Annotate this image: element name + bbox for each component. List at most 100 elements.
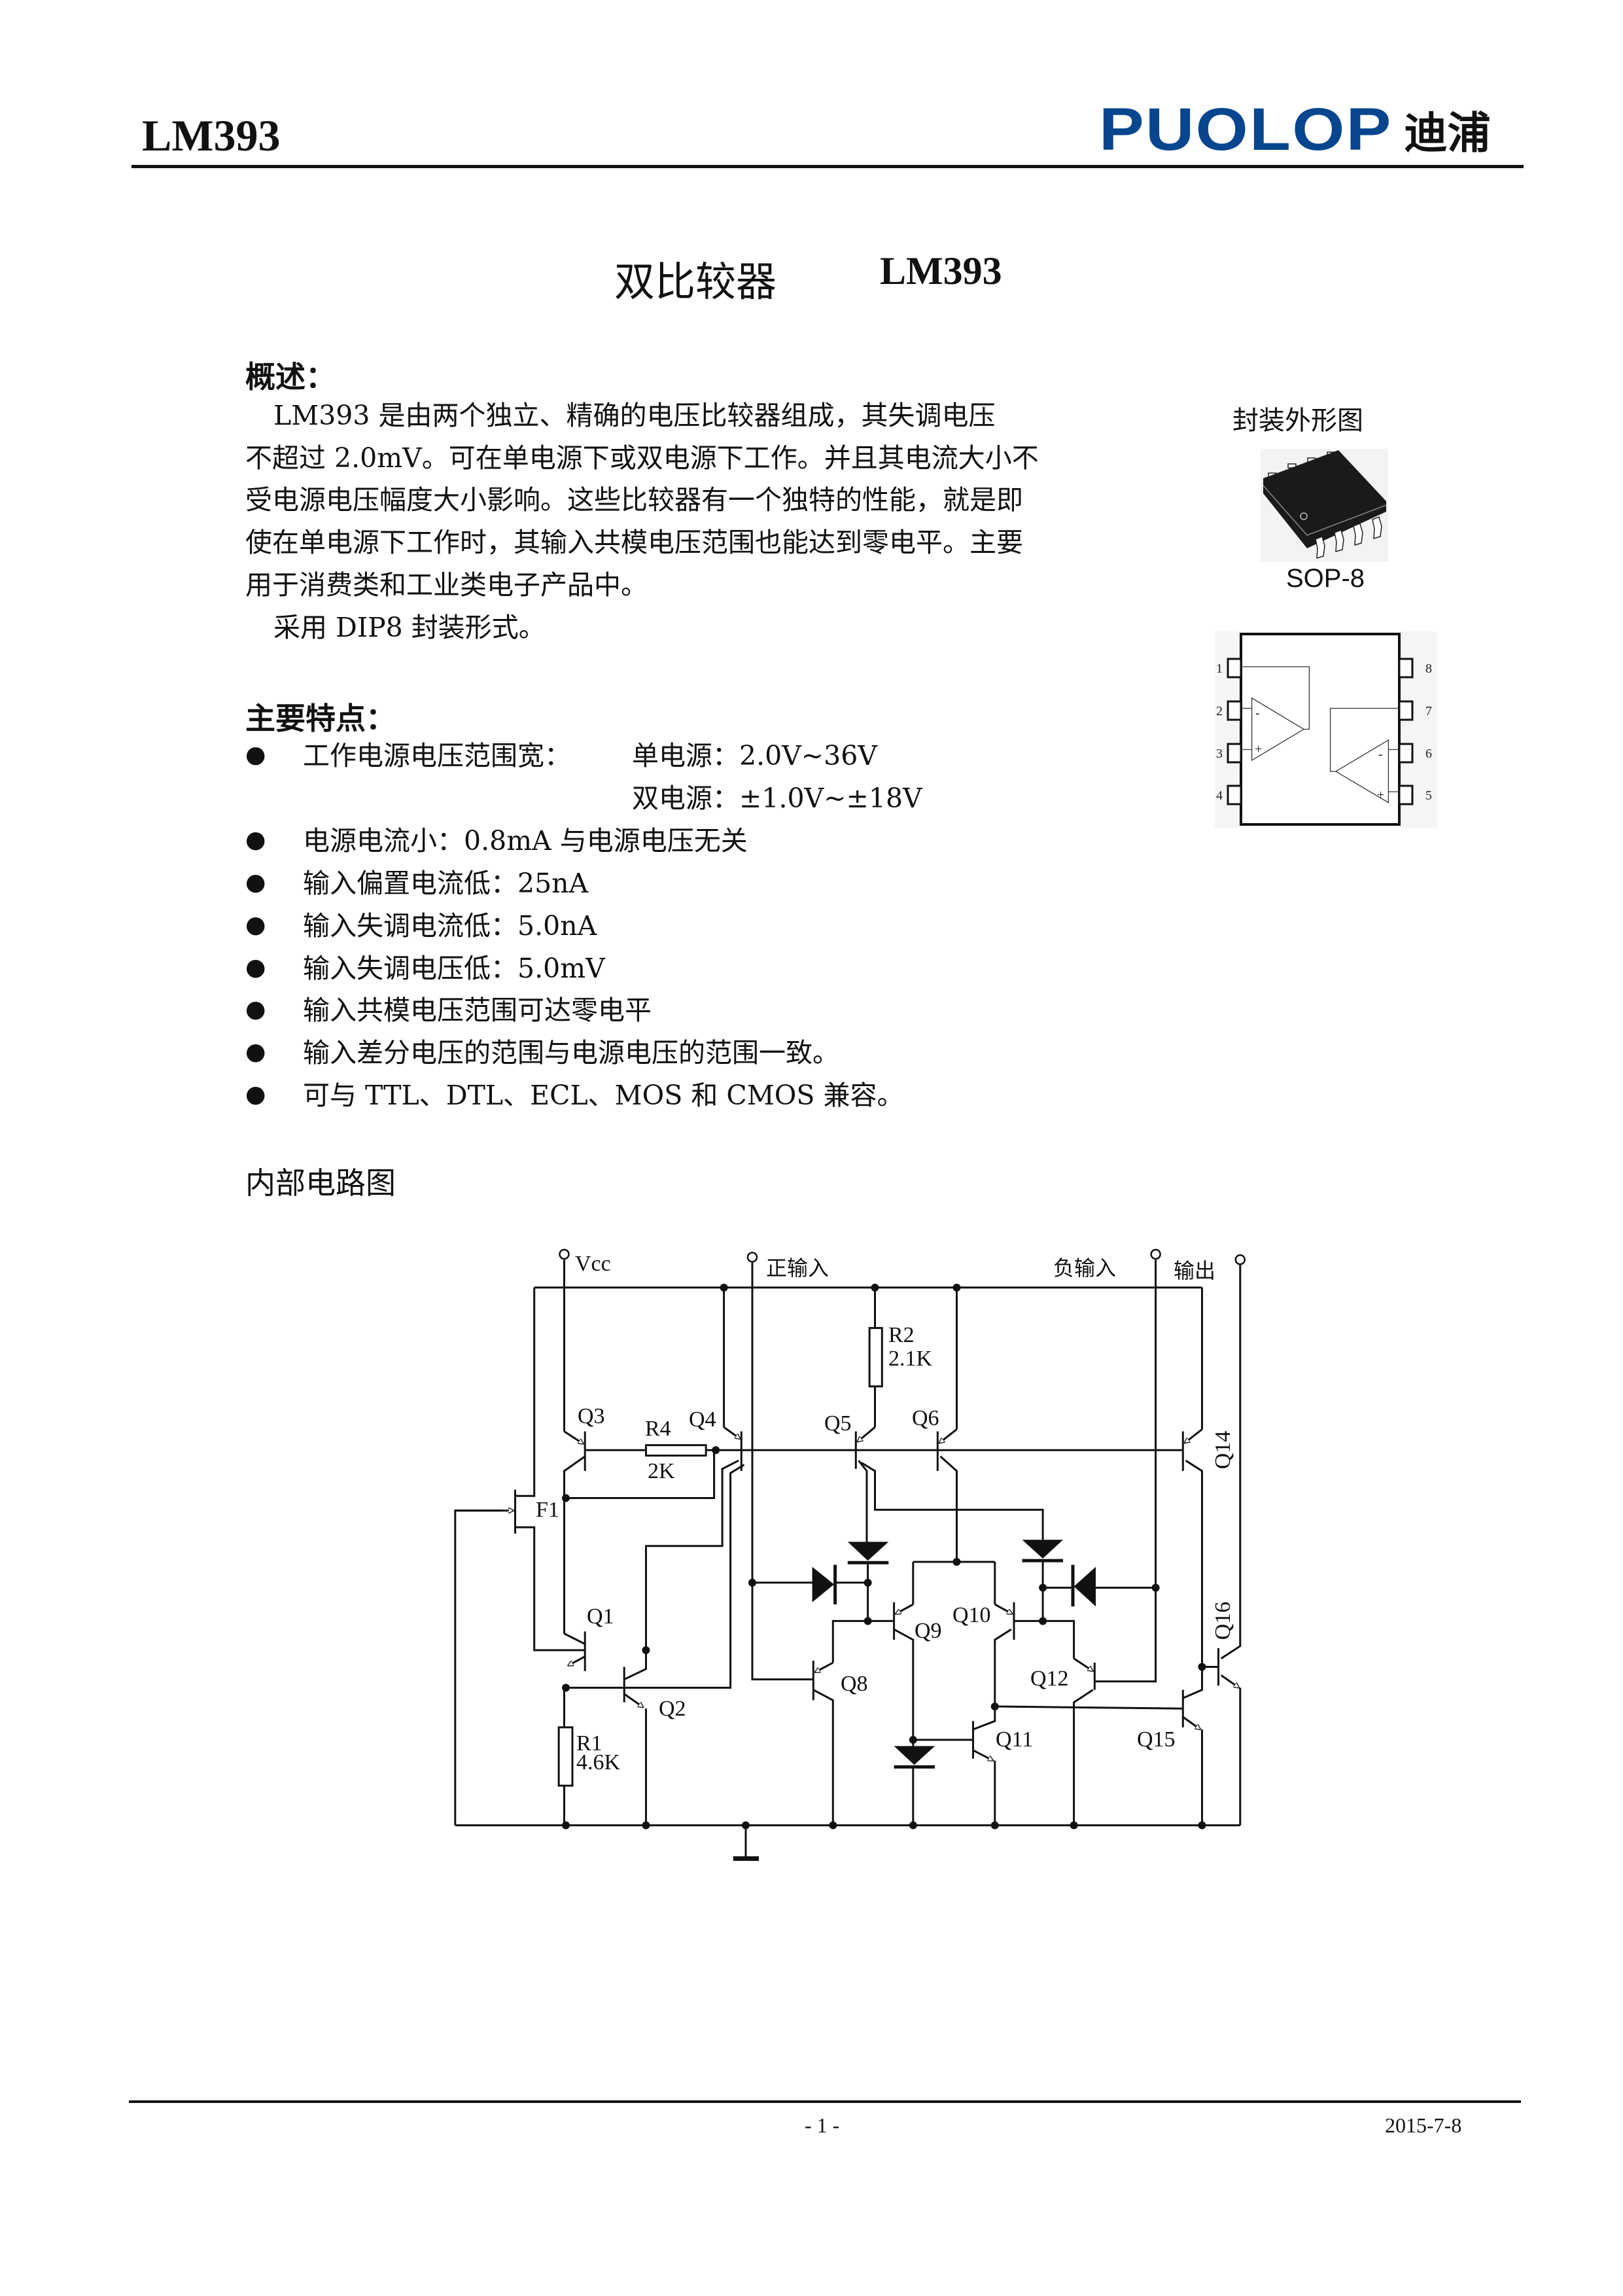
feature-item: 输入失调电压低：5.0mV bbox=[303, 953, 605, 984]
label-q6: Q6 bbox=[912, 1406, 939, 1430]
label-r4-value: 2K bbox=[648, 1459, 675, 1483]
q12-emitter bbox=[1073, 1657, 1093, 1671]
junction-dot bbox=[909, 1735, 917, 1744]
wire bbox=[858, 1460, 868, 1542]
wire bbox=[831, 1619, 894, 1663]
pin-number: 1 bbox=[1216, 662, 1223, 676]
wire bbox=[1014, 1561, 1044, 1622]
junction-dot bbox=[864, 1617, 872, 1625]
comparator-b bbox=[1335, 739, 1389, 804]
overview-line: 不超过 2.0mV。可在单电源下或双电源下工作。并且其电流大小不 bbox=[245, 442, 1039, 474]
label-q12: Q12 bbox=[1030, 1667, 1069, 1691]
wire bbox=[1094, 1260, 1157, 1683]
feature-supply-dual: 双电源：±1.0V~±18V bbox=[632, 783, 922, 814]
label-q3: Q3 bbox=[578, 1404, 605, 1428]
pinout-diagram: - + - + 1 2 3 4 8 7 6 5 bbox=[1215, 631, 1437, 828]
plus-sign: + bbox=[1377, 788, 1384, 802]
wire bbox=[563, 1455, 586, 1634]
junction-dot bbox=[748, 1578, 756, 1587]
label-q11: Q11 bbox=[996, 1727, 1033, 1752]
wire bbox=[563, 1633, 585, 1645]
q10-emitter bbox=[994, 1603, 1013, 1615]
features-heading: 主要特点： bbox=[245, 701, 396, 736]
sop8-label: SOP-8 bbox=[1286, 564, 1365, 593]
junction-dot bbox=[829, 1821, 837, 1829]
wire bbox=[860, 1462, 1044, 1540]
junction-dot bbox=[1151, 1583, 1160, 1592]
bullet-icon: ● bbox=[245, 1081, 266, 1108]
pin-6 bbox=[1398, 743, 1414, 764]
label-r4: R4 bbox=[645, 1417, 671, 1441]
label-f1: F1 bbox=[536, 1498, 559, 1522]
pin-1 bbox=[1227, 658, 1242, 679]
page-number: - 1 - bbox=[805, 2113, 840, 2137]
pin-number: 7 bbox=[1425, 704, 1432, 718]
junction-dot bbox=[952, 1557, 961, 1566]
brand-logo: PUOLOP 迪浦 bbox=[1099, 98, 1490, 161]
diode-icon bbox=[847, 1542, 889, 1561]
label-r2: R2 bbox=[888, 1323, 915, 1347]
label-q8: Q8 bbox=[841, 1672, 868, 1696]
overview-line: 使在单电源下工作时，其输入共模电压范围也能达到零电平。主要 bbox=[245, 527, 1023, 558]
junction-dot bbox=[642, 1821, 650, 1829]
logo-latin: PUOLOP bbox=[1099, 96, 1393, 163]
junction-dot bbox=[909, 1821, 917, 1829]
diode-icon bbox=[1022, 1540, 1063, 1559]
wire bbox=[1043, 1619, 1075, 1659]
comparator-a bbox=[1251, 697, 1305, 762]
bullet-icon: ● bbox=[245, 869, 266, 896]
pin-number: 8 bbox=[1425, 662, 1432, 676]
junction-dot bbox=[720, 1283, 728, 1292]
q2-emitter bbox=[623, 1693, 643, 1707]
pin-5 bbox=[1398, 785, 1414, 805]
label-q15: Q15 bbox=[1137, 1727, 1176, 1752]
label-r1: R1 bbox=[576, 1731, 602, 1756]
wire bbox=[994, 1705, 1183, 1710]
resistor-r1 bbox=[557, 1726, 574, 1787]
pin-4 bbox=[1227, 785, 1242, 805]
wire bbox=[751, 1262, 814, 1681]
label-q10: Q10 bbox=[952, 1603, 991, 1627]
package-heading: 封装外形图 bbox=[1232, 406, 1363, 436]
bullet-icon: ● bbox=[245, 741, 266, 768]
label-q14: Q14 bbox=[1211, 1431, 1235, 1470]
q4-emitter bbox=[723, 1426, 741, 1439]
feature-item: 输入共模电压范围可达零电平 bbox=[303, 995, 652, 1026]
wire bbox=[515, 1287, 536, 1497]
pin-8 bbox=[1398, 658, 1414, 679]
wire bbox=[1220, 1264, 1242, 1660]
feature-item: 输入偏置电流低：25nA bbox=[303, 868, 589, 899]
document-title-model: LM393 bbox=[880, 249, 1002, 292]
junction-dot bbox=[1039, 1583, 1047, 1592]
document-date: 2015-7-8 bbox=[1385, 2113, 1462, 2137]
wire bbox=[994, 1628, 1012, 1706]
circuit-heading: 内部电路图 bbox=[245, 1165, 396, 1201]
diode-icon bbox=[1073, 1566, 1096, 1607]
resistor-r2 bbox=[868, 1327, 883, 1388]
q9-emitter bbox=[896, 1603, 914, 1615]
overview-line: 用于消费类和工业类电子产品中。 bbox=[245, 569, 648, 601]
feature-item: 输入差分电压的范围与电源电压的范围一致。 bbox=[303, 1037, 839, 1069]
diode-icon bbox=[894, 1746, 935, 1765]
wire bbox=[812, 1689, 834, 1826]
pin-2 bbox=[1227, 700, 1242, 721]
pin-number: 4 bbox=[1216, 788, 1223, 803]
label-output: 输出 bbox=[1174, 1259, 1215, 1282]
document-title: 双比较器 bbox=[614, 258, 777, 306]
wire bbox=[939, 1455, 958, 1562]
q6-emitter bbox=[939, 1428, 958, 1443]
junction-dot bbox=[561, 1684, 570, 1692]
vcc-terminal bbox=[559, 1248, 570, 1260]
label-q2: Q2 bbox=[659, 1697, 686, 1721]
overview-line: LM393 是由两个独立、精确的电压比较器组成，其失调电压 bbox=[273, 400, 996, 431]
junction-dot bbox=[712, 1446, 720, 1455]
junction-dot bbox=[864, 1578, 872, 1587]
overview-line: 受电源电压幅度大小影响。这些比较器有一个独特的性能，就是即 bbox=[245, 484, 1023, 516]
wire bbox=[454, 1510, 502, 1826]
internal-circuit-diagram: Vcc 正输入 负输入 输出 R2 2.1K Q3 R4 2K Q4 Q5 Q6… bbox=[454, 1248, 1246, 1861]
minus-sign: - bbox=[1255, 706, 1260, 720]
minus-sign: - bbox=[1378, 747, 1383, 762]
label-negative-input: 负输入 bbox=[1053, 1256, 1116, 1280]
bullet-icon: ● bbox=[245, 1038, 266, 1065]
label-r2-value: 2.1K bbox=[888, 1347, 933, 1371]
